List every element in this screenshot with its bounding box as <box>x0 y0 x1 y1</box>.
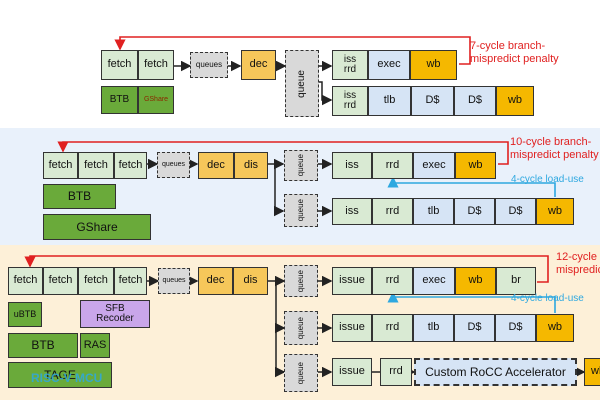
core2-dcache-1: D$ <box>454 198 495 225</box>
core2-exec: exec <box>413 152 455 179</box>
core2-decode: dec <box>198 152 234 179</box>
core2-gshare: GShare <box>43 214 151 240</box>
core3-watermark: RISC-V MCU <box>31 371 103 385</box>
core3-loaduse-arrow <box>387 291 556 313</box>
core3-branch-unit: br <box>496 267 536 295</box>
core3-sfb-recoder: SFB Recoder <box>80 300 150 328</box>
core1-exec: exec <box>368 50 410 80</box>
core3-penalty-label: 12-cycle b mispredic <box>556 251 600 276</box>
core2-dcache-2: D$ <box>495 198 536 225</box>
core1-writeback-1: wb <box>410 50 457 80</box>
core2-mispredict-arrow <box>57 141 509 165</box>
core1-iss-rrd-1: iss rrd <box>332 50 368 80</box>
core3-tlb: tlb <box>413 314 454 342</box>
core3-fetch-1: fetch <box>8 267 43 295</box>
core3-exec: exec <box>413 267 455 295</box>
core2-iss-2: iss <box>332 198 372 225</box>
core2-writeback-1: wb <box>455 152 496 179</box>
core1-writeback-2: wb <box>496 86 534 116</box>
core2-queue-2-label: queue <box>295 199 305 222</box>
core2-penalty-label: 10-cycle branch- mispredict penalty <box>510 136 599 161</box>
core1-iss-rrd-2: iss rrd <box>332 86 368 116</box>
core2-rrd-2: rrd <box>372 198 413 225</box>
core3-rocc-accelerator: Custom RoCC Accelerator <box>414 358 577 386</box>
core2-fetch-1: fetch <box>43 152 78 179</box>
core3-loaduse-label: 4-cycle load-use <box>511 293 584 304</box>
core3-fetch-3: fetch <box>78 267 114 295</box>
core1-mispredict-arrow <box>114 36 471 65</box>
core1-queues: queues <box>190 52 228 78</box>
core3-tage: TAGE <box>8 362 112 388</box>
core2-rrd-1: rrd <box>372 152 413 179</box>
core2-tlb: tlb <box>413 198 454 225</box>
core1-tlb: tlb <box>368 86 411 116</box>
core3-rrd-2: rrd <box>372 314 413 342</box>
core1-queue-label: queue <box>295 69 307 98</box>
core3-ubtb: uBTB <box>8 302 42 327</box>
core1-fetch-1: fetch <box>101 50 138 80</box>
core2-btb: BTB <box>43 184 116 209</box>
core3-issue-3: issue <box>332 358 372 386</box>
core3-queue-2-label: queue <box>295 316 305 340</box>
core1-fetch-2: fetch <box>138 50 174 80</box>
core3-ras: RAS <box>80 333 110 358</box>
core3-writeback-1: wb <box>455 267 496 295</box>
core3-dcache-1: D$ <box>454 314 495 342</box>
core3-rrd-1: rrd <box>372 267 413 295</box>
core2-iss-1: iss <box>332 152 372 179</box>
core3-btb: BTB <box>8 333 78 358</box>
core2-writeback-2: wb <box>536 198 574 225</box>
core1-queue: queue <box>285 50 319 117</box>
core3-issue-2: issue <box>332 314 372 342</box>
core2-dispatch: dis <box>234 152 268 179</box>
core3-mispredict-arrow <box>24 255 549 283</box>
core3-fetch-4: fetch <box>114 267 147 295</box>
core1-gshare: GShare <box>138 86 174 114</box>
core3-queue-2: queue <box>284 311 318 345</box>
core2-queue-2: queue <box>284 194 318 227</box>
core3-rrd-3: rrd <box>380 358 412 386</box>
core3-queues: queues <box>158 268 190 294</box>
core3-queue-3-label: queue <box>295 361 305 385</box>
core3-dispatch: dis <box>233 267 268 295</box>
core3-queue-1-label: queue <box>295 269 305 293</box>
core2-loaduse-arrow <box>387 176 556 197</box>
core1-dcache-1: D$ <box>411 86 454 116</box>
core2-fetch-3: fetch <box>114 152 147 179</box>
core2-queue-1: queue <box>284 150 318 181</box>
core3-queue-1: queue <box>284 265 318 297</box>
core1-penalty-label: 7-cycle branch- mispredict penalty <box>470 40 559 65</box>
core2-queue-1-label: queue <box>295 154 305 177</box>
core3-queue-3: queue <box>284 354 318 392</box>
core3-decode: dec <box>198 267 233 295</box>
core1-decode: dec <box>241 50 276 80</box>
core1-dcache-2: D$ <box>454 86 496 116</box>
core3-dcache-2: D$ <box>495 314 536 342</box>
core3-writeback-3: wb <box>584 358 600 386</box>
core2-fetch-2: fetch <box>78 152 114 179</box>
core2-loaduse-label: 4-cycle load-use <box>511 174 584 185</box>
core3-issue-1: issue <box>332 267 372 295</box>
core1-btb: BTB <box>101 86 138 114</box>
core2-queues: queues <box>157 152 190 178</box>
core3-writeback-2: wb <box>536 314 574 342</box>
core3-fetch-2: fetch <box>43 267 78 295</box>
